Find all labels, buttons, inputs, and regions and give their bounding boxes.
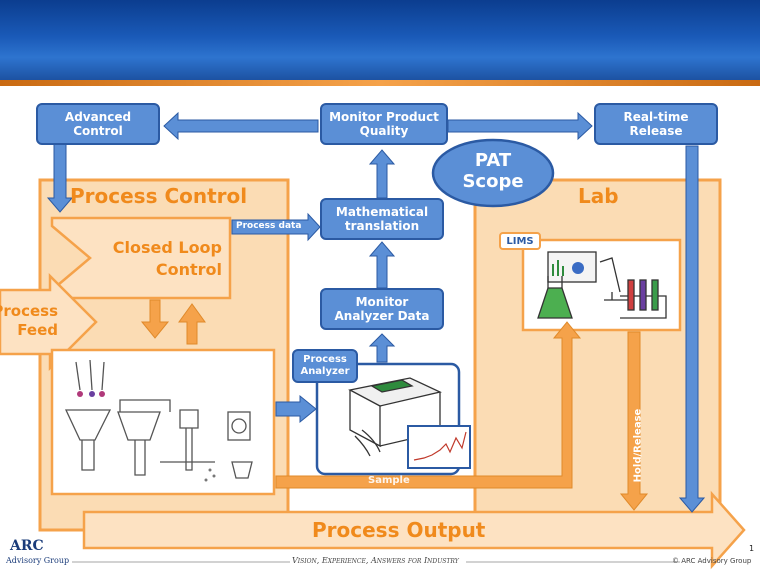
down-arrow-orange	[140, 299, 170, 339]
lims-badge: LIMS	[499, 232, 541, 250]
sample-label: Sample	[368, 475, 410, 486]
monitor-analyzer-data-box: Monitor Analyzer Data	[320, 288, 444, 330]
process-output-arrow	[82, 490, 746, 570]
mathematical-translation-label: Mathematical translation	[335, 205, 429, 233]
monitor-product-quality-box: Monitor Product Quality	[320, 103, 448, 145]
process-feed-label: Process Feed	[0, 302, 58, 339]
advanced-control-label: Advanced Control	[64, 110, 132, 138]
sample-arrow	[275, 321, 582, 489]
process-analyzer-box: Process Analyzer	[292, 349, 358, 383]
process-control-title: Process Control	[70, 184, 248, 208]
plant-to-analyzer-arrow	[275, 394, 317, 424]
analyzer-chart-trace	[413, 431, 467, 461]
advanced-control-box: Advanced Control	[36, 103, 160, 145]
process-data-arrow	[231, 212, 321, 242]
process-feed-arrow	[0, 272, 98, 372]
analyzer-chart	[407, 425, 471, 469]
header-banner	[0, 0, 760, 82]
arc-logo-title: ARC	[10, 538, 44, 554]
lab-title: Lab	[578, 184, 619, 208]
pat-scope-ellipse	[431, 138, 555, 208]
hold-release-label: Hold/Release	[632, 408, 644, 483]
lims-label: LIMS	[506, 235, 534, 247]
process-analyzer-label: Process Analyzer	[300, 354, 350, 377]
quality-to-release-arrow	[447, 111, 593, 141]
analyzer-drawing	[348, 377, 442, 457]
process-output-label: Process Output	[312, 518, 486, 542]
pat-scope-label: PAT Scope	[462, 150, 524, 192]
footer-tagline: Vision, Experience, Answers for Industry	[292, 556, 459, 565]
arrow-monitor-to-math	[368, 241, 396, 289]
footer-copyright: © ARC Advisory Group	[672, 557, 752, 565]
closed-loop-control-label: Closed Loop Control	[112, 238, 222, 279]
release-down-arrow	[678, 145, 706, 513]
plant-illustration-box	[50, 348, 276, 496]
arc-logo-subtitle: Advisory Group	[6, 556, 70, 565]
page-number: 1	[749, 544, 755, 553]
process-data-label: Process data	[236, 221, 302, 231]
lab-drawing	[537, 251, 667, 319]
arrow-analyzer-to-monitor	[368, 333, 396, 363]
plant-particles	[204, 468, 216, 482]
monitor-product-quality-label: Monitor Product Quality	[329, 110, 439, 138]
realtime-release-box: Real-time Release	[594, 103, 718, 145]
lab-region	[473, 178, 722, 522]
up-arrow-orange	[178, 303, 206, 345]
arrow-math-to-quality	[368, 149, 396, 199]
hold-release-arrow	[619, 331, 649, 511]
header-divider	[0, 80, 760, 86]
advanced-control-down-arrow	[46, 143, 74, 213]
plant-drawing	[64, 359, 253, 479]
quality-to-advanced-arrow	[163, 111, 319, 141]
realtime-release-label: Real-time Release	[623, 110, 689, 138]
mathematical-translation-box: Mathematical translation	[320, 198, 444, 240]
monitor-analyzer-data-label: Monitor Analyzer Data	[334, 295, 430, 323]
